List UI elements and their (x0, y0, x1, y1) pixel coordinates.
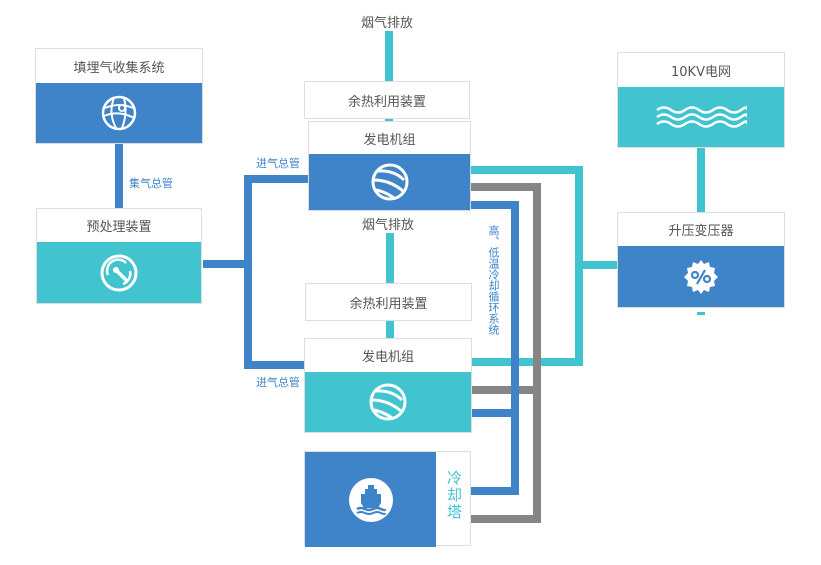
exhaust-connector-top (385, 118, 393, 122)
power-line-to-transformer (575, 261, 618, 269)
intake-main-bottom-label: 进气总管 (256, 376, 300, 389)
exhaust-top-label: 烟气排放 (361, 16, 414, 31)
node-title: 发电机组 (361, 350, 414, 365)
cooling-blue-top (471, 201, 519, 209)
waste-heat-recovery-bottom-node[interactable]: 余热利用装置 (305, 283, 472, 321)
node-body (37, 242, 201, 303)
node-body (618, 246, 784, 307)
grid-transformer-line (697, 148, 705, 213)
node-title: 余热利用装置 (347, 94, 426, 110)
cooling-blue-vertical (511, 201, 519, 495)
cooling-blue-bottom (471, 487, 519, 495)
globe-icon (368, 382, 408, 422)
node-title: 冷却塔 (445, 470, 463, 521)
exhaust-middle-label: 烟气排放 (362, 218, 415, 233)
transformer-stub (697, 312, 705, 315)
node-body (309, 154, 470, 210)
exhaust-connector-middle (386, 320, 394, 340)
percent-badge-icon (682, 258, 720, 296)
intake-main-top-label: 进气总管 (256, 157, 300, 170)
node-title: 10KV电网 (671, 64, 731, 80)
step-up-transformer-node[interactable]: 升压变压器 (617, 212, 785, 308)
node-title: 发电机组 (363, 132, 416, 148)
node-title: 余热利用装置 (349, 296, 428, 312)
gas-collection-main-label: 集气总管 (129, 177, 173, 190)
node-body (618, 87, 784, 147)
node-body (305, 452, 436, 547)
grid-10kv-node[interactable]: 10KV电网 (617, 52, 785, 148)
waves-icon (655, 105, 747, 129)
pretreatment-outlet-pipe (203, 260, 247, 268)
pretreatment-node[interactable]: 预处理装置 (36, 208, 202, 304)
gas-collection-pipe (115, 143, 123, 209)
cooling-gray-vertical (533, 183, 541, 523)
landfill-gas-collection-node[interactable]: 填埋气收集系统 (35, 48, 203, 144)
intake-manifold-vertical (244, 175, 252, 368)
cooling-blue-mid (471, 409, 519, 417)
node-title: 填埋气收集系统 (73, 60, 165, 76)
gauge-dial-icon (99, 253, 139, 293)
cooling-gray-bottom (471, 515, 541, 523)
waste-heat-recovery-top-node[interactable]: 余热利用装置 (304, 81, 470, 119)
node-body (36, 83, 202, 143)
cooling-tower-node[interactable]: 冷却塔 (304, 451, 471, 547)
intake-pipe-bottom (244, 361, 304, 369)
node-body (305, 372, 471, 432)
cooling-gray-top (471, 183, 541, 191)
globe-network-icon (100, 94, 138, 132)
exhaust-pipe-middle (386, 233, 394, 283)
power-line-top (471, 166, 583, 174)
exhaust-pipe-top (385, 31, 393, 81)
node-title: 预处理装置 (86, 220, 152, 235)
power-line-bottom-overlay (519, 358, 533, 366)
intake-pipe-top (244, 175, 309, 183)
cooling-gray-mid (471, 386, 541, 394)
generator-set-bottom-node[interactable]: 发电机组 (304, 338, 472, 433)
generator-set-top-node[interactable]: 发电机组 (308, 121, 471, 211)
cooling-loop-label: 高、低温冷却循环系统 (487, 225, 500, 335)
ship-icon (348, 477, 394, 523)
node-title: 升压变压器 (668, 224, 734, 239)
globe-icon (370, 162, 410, 202)
